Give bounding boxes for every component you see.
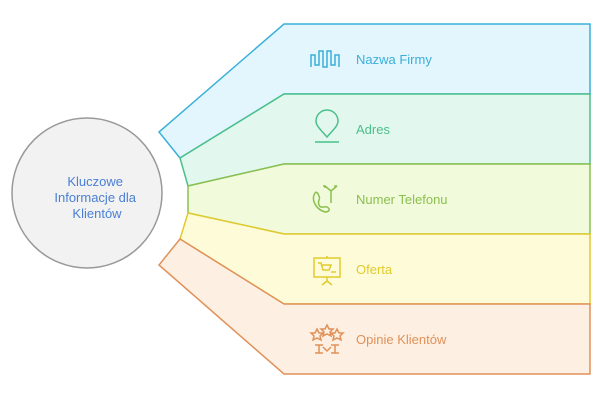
item-label: Opinie Klientów [356,332,447,347]
location-pin-icon [315,109,339,143]
cart-presentation-icon [313,256,341,286]
band-shape [157,238,591,375]
building-wave-icon [310,50,340,68]
center-circle [11,117,163,269]
item-opinie-klientów: Opinie Klientów [157,238,591,375]
stars-review-icon [309,323,345,354]
item-label: Nazwa Firmy [356,52,432,67]
item-numer-telefonu: Numer Telefonu [187,163,591,235]
item-label: Oferta [356,262,393,277]
center-title: Kluczowe Informacje dla Klientów [54,174,139,221]
item-label: Adres [356,122,390,137]
phone-arrows-icon [312,185,338,213]
item-label: Numer Telefonu [356,192,448,207]
